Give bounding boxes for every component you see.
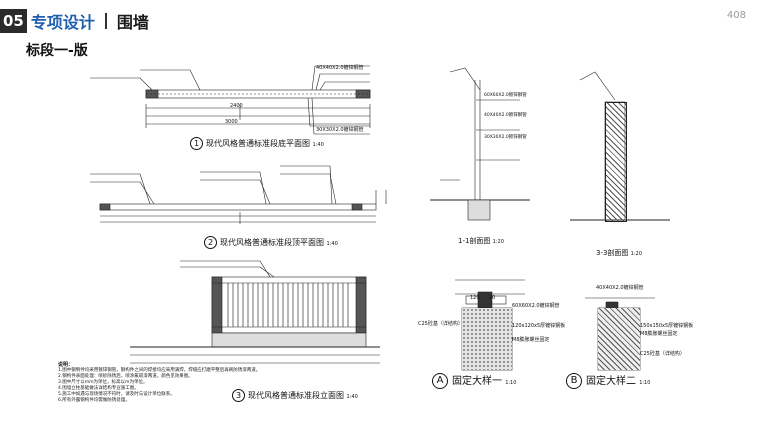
- section11-caption-scale: 1:20: [492, 239, 504, 245]
- section11-label-steel-4040: 40X40X2.0镀锌钢管: [484, 113, 527, 118]
- plan1-caption-text: 现代风格普通标准段底平面图: [206, 139, 310, 148]
- note-item: 4.围墙立柱基础做法详结构专业施工图。: [58, 386, 139, 391]
- section11-caption: 1-1剖面图 1:20: [458, 236, 504, 246]
- elevation3-caption-number: 3: [232, 389, 245, 402]
- plan2-drawing: [90, 165, 387, 224]
- plan1-dim-3000: 3000: [225, 119, 238, 125]
- detailB-label-c25: C25砼基（详结构）: [640, 351, 685, 357]
- detailA-dim-120: 120: [470, 295, 480, 301]
- plan2-caption-number: 2: [204, 236, 217, 249]
- detailA-label-bolt: M8膨胀螺丝固定: [512, 337, 550, 343]
- plan2-caption-text: 现代风格普通标准段顶平面图: [220, 238, 324, 247]
- plan1-label-steel-3030: 30X30X2.0镀锌钢管: [316, 127, 364, 133]
- elevation3-caption-text: 现代风格普通标准段立面图: [248, 391, 344, 400]
- section33-caption-scale: 1:20: [630, 251, 642, 257]
- detailB-caption-number: B: [566, 373, 582, 389]
- elevation3-drawing: [130, 260, 380, 364]
- detailB-label-bolt: M8膨胀螺丝固定: [640, 331, 678, 337]
- detailB-footing: [598, 308, 640, 370]
- detailB-caption-scale: 1:10: [639, 380, 651, 386]
- detailA-caption: A 固定大样一 1:10: [432, 372, 516, 389]
- plan2-caption-scale: 1:40: [326, 241, 338, 247]
- section33-caption: 3-3剖面图 1:20: [596, 248, 642, 258]
- section33-wall-hatch: [605, 102, 627, 222]
- detailB-caption: B 固定大样二 1:10: [566, 372, 650, 389]
- detailA-label-c25: C25砼基（详结构）: [418, 321, 463, 327]
- detailB-label-steel-4040: 40X40X2.0镀锌钢管: [596, 285, 644, 291]
- note-item: 1.图中钢制件均采用镀锌钢管，钢构件之间的焊接均应采用满焊，焊缝应打磨平整后再刷…: [58, 368, 261, 373]
- detailA-caption-text: 固定大样一: [452, 376, 502, 387]
- page-number: 408: [726, 10, 746, 21]
- note-item: 6.所有外露钢构件均需做防锈处理。: [58, 398, 130, 403]
- elevation3-caption-scale: 1:40: [346, 394, 358, 400]
- plan1-dim-2400: 2400: [230, 103, 243, 109]
- note-item: 2.钢构件表面处理：喷砂除锈后，喷涂氟碳漆两道，颜色见效果图。: [58, 374, 193, 379]
- section33-caption-text: 3-3剖面图: [596, 249, 629, 257]
- note-item: 3.图中尺寸以mm为单位，标高以m为单位。: [58, 380, 148, 385]
- detailA-caption-number: A: [432, 373, 448, 389]
- slide-header: 05 专项设计 围墙: [0, 9, 149, 33]
- section-category: 专项设计: [30, 13, 95, 32]
- page-title: 围墙: [116, 13, 149, 32]
- plan1-label-steel-4040: 40X40X2.0镀锌钢管: [316, 65, 364, 71]
- notes-block: 说明： 1.图中钢制件均采用镀锌钢管，钢构件之间的焊接均应采用满焊，焊缝应打磨平…: [58, 362, 298, 404]
- title-divider: [104, 13, 107, 29]
- notes-title: 说明：: [58, 362, 74, 368]
- detailA-footing: [462, 308, 512, 370]
- detailA-caption-scale: 1:10: [505, 380, 517, 386]
- plan1-caption-number: 1: [190, 137, 203, 150]
- note-item: 5.施工中如遇与现场情况不符时，请及时与设计单位联系。: [58, 392, 175, 397]
- detailA-label-steel-6060: 60X60X2.0镀锌钢管: [512, 303, 560, 309]
- section11-caption-text: 1-1剖面图: [458, 237, 491, 245]
- plan1-drawing: [90, 65, 371, 135]
- detailB-label-post-150: 150x150x5厚镀锌钢板: [640, 323, 694, 329]
- plan1-caption-scale: 1:40: [312, 142, 324, 148]
- section11-label-steel-3030: 30X30X2.0镀锌钢管: [484, 135, 527, 140]
- detailA-dim-20: 20: [489, 295, 496, 301]
- page-subtitle: 标段一-版: [26, 43, 88, 59]
- section-number: 05: [0, 9, 27, 33]
- section11-drawing: [430, 67, 530, 221]
- detailA-label-post-120: 120x120x5厚镀锌钢板: [512, 323, 566, 329]
- section11-label-steel-6060: 60X60X2.0镀锌钢管: [484, 93, 527, 98]
- detailB-caption-text: 固定大样二: [586, 376, 636, 387]
